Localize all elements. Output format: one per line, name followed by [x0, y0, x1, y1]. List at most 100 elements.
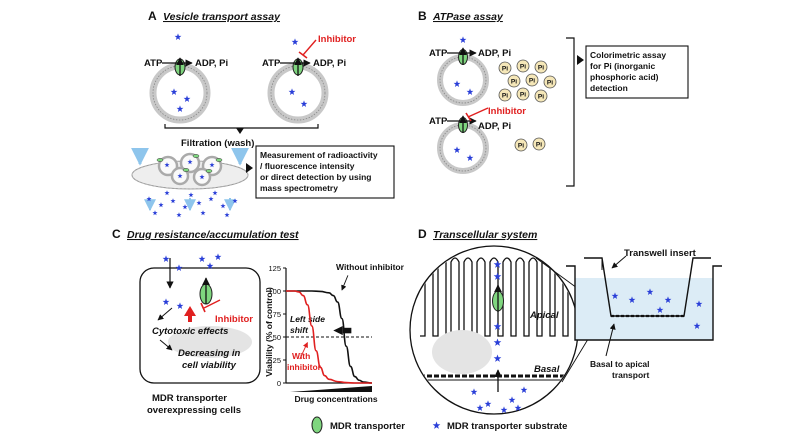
- effect-arrow: [157, 307, 173, 321]
- series-line-without-inhibitor: [285, 290, 373, 384]
- pi-molecule-icon: [498, 61, 512, 75]
- pi-molecule-icon: [514, 138, 528, 152]
- pi-label: Pi: [520, 92, 526, 99]
- pi-label: Pi: [529, 78, 535, 85]
- adp-label: ADP, Pi: [478, 48, 511, 59]
- mdr-transporter-icon: [156, 158, 164, 162]
- viability-chart: Viability (% of control) Drug concentrat…: [264, 262, 405, 404]
- concentration-wedge: [290, 386, 372, 392]
- adp-label: ADP, Pi: [313, 58, 346, 69]
- filtrate-substrates: [146, 190, 238, 218]
- y-tick-label: 50: [273, 333, 281, 342]
- bracket-line: [164, 124, 319, 129]
- substrate-icon: [152, 210, 158, 216]
- legend-substrate-label: MDR transporter substrate: [447, 421, 567, 432]
- transport-pointer: [605, 323, 616, 357]
- panel-c: C Drug resistance/accumulation test Inhi…: [112, 227, 405, 416]
- panel-a: A Vesicle transport assay ATP ADP, Pi: [131, 9, 395, 218]
- cytotoxic-label: Cytotoxic effects: [152, 326, 228, 337]
- with-inhibitor-pointer: [299, 342, 308, 360]
- pi-molecule-icon: [534, 60, 548, 74]
- y-axis-label: Viability (% of control): [264, 287, 274, 377]
- substrate-icon: [453, 146, 461, 153]
- colorimetric-line-4: detection: [590, 83, 628, 93]
- panel-d: D Transcellular system Apical Basal: [409, 227, 722, 415]
- substrate-icon: [224, 212, 230, 218]
- substrate-icon: [176, 105, 184, 112]
- left-shift-line-2: shift: [290, 325, 309, 335]
- x-axis-label: Drug concentrations: [294, 394, 377, 404]
- pi-molecule-icon: [543, 75, 557, 89]
- pi-molecule-icon: [516, 87, 530, 101]
- y-tick-label: 75: [273, 310, 281, 319]
- cell-nucleus: [168, 326, 252, 358]
- well-outline: [566, 265, 722, 341]
- pi-label: Pi: [511, 79, 517, 86]
- panel-c-letter: C: [112, 227, 121, 241]
- transwell-insert-label: Transwell insert: [624, 248, 697, 259]
- panel-d-title: Transcellular system: [433, 229, 537, 241]
- substrate-icon: [466, 154, 474, 161]
- panel-c-title: Drug resistance/accumulation test: [127, 229, 299, 241]
- pi-label: Pi: [538, 94, 544, 101]
- vesicle-membrane-edge: [439, 124, 487, 172]
- apical-label: Apical: [529, 310, 559, 321]
- atp-label: ATP: [429, 116, 448, 127]
- substrate-icon: [158, 202, 164, 208]
- measurement-line-2: / fluorescence intensity: [260, 161, 355, 171]
- magnified-view: [409, 245, 579, 415]
- pi-label: Pi: [502, 93, 508, 100]
- colorimetric-line-3: phosphoric acid): [590, 72, 659, 82]
- substrate-icon: [214, 253, 222, 260]
- vesicle-b2: Inhibitor ATP ADP, Pi: [429, 106, 526, 174]
- filtration-label: Filtration (wash): [181, 138, 254, 149]
- inhibitor-bar: [465, 112, 472, 122]
- adp-label: ADP, Pi: [195, 58, 228, 69]
- increase-arrow-icon: [184, 306, 196, 322]
- colorimetric-line-1: Colorimetric assay: [590, 50, 666, 60]
- mdr-transporter-icon: [205, 169, 213, 173]
- substrate-icon: [170, 88, 178, 95]
- panel-d-letter: D: [418, 227, 427, 241]
- substrate-icon: [291, 38, 299, 45]
- inhibitor-label: Inhibitor: [318, 34, 356, 45]
- y-tick-label: 125: [268, 264, 281, 273]
- insert-pointer: [611, 255, 627, 269]
- substrate-icon: [232, 198, 238, 204]
- inhibitor-line: [203, 299, 221, 309]
- pi-label: Pi: [518, 143, 524, 150]
- left-shift-line-1: Left side: [290, 314, 325, 324]
- bracket-pointer: [236, 128, 244, 134]
- measurement-line-3: or direct detection by using: [260, 172, 371, 182]
- legend-transporter-label: MDR transporter: [330, 421, 405, 432]
- result-pointer: [577, 55, 584, 65]
- y-tick-label: 25: [273, 356, 281, 365]
- left-shift-arrow: [333, 325, 343, 336]
- bracket-line: [566, 37, 575, 187]
- pi-molecule-icon: [507, 74, 521, 88]
- vesicle-a1: ATP ADP, Pi: [144, 33, 228, 124]
- transwell-illustration: Transwell insert Basal to apical transpo…: [566, 248, 722, 380]
- substrate-icon: [164, 190, 170, 196]
- substrate-icon: [200, 210, 206, 216]
- panel-a-title: Vesicle transport assay: [163, 11, 281, 23]
- vesicle-a2: Inhibitor ATP ADP, Pi: [262, 34, 356, 124]
- measurement-line-4: mass spectrometry: [260, 183, 338, 193]
- substrate-icon: [208, 196, 214, 202]
- substrate-icon: [174, 33, 182, 40]
- with-inhibitor-line-2: inhibitor: [287, 362, 322, 372]
- cells-label-line-1: MDR transporter: [152, 393, 227, 404]
- mdr-transporter-icon: [182, 168, 190, 172]
- panel-a-letter: A: [148, 9, 157, 23]
- atp-label: ATP: [144, 58, 163, 69]
- colorimetric-line-2: for Pi (inorganic: [590, 61, 655, 71]
- pi-molecule-icon: [516, 59, 530, 73]
- measurement-line-1: Measurement of radioactivity: [260, 150, 378, 160]
- substrate-icon: [198, 255, 206, 262]
- substrate-icon: [459, 36, 467, 43]
- legend-transporter-icon: [311, 416, 323, 434]
- inhibitor-line: [302, 39, 317, 56]
